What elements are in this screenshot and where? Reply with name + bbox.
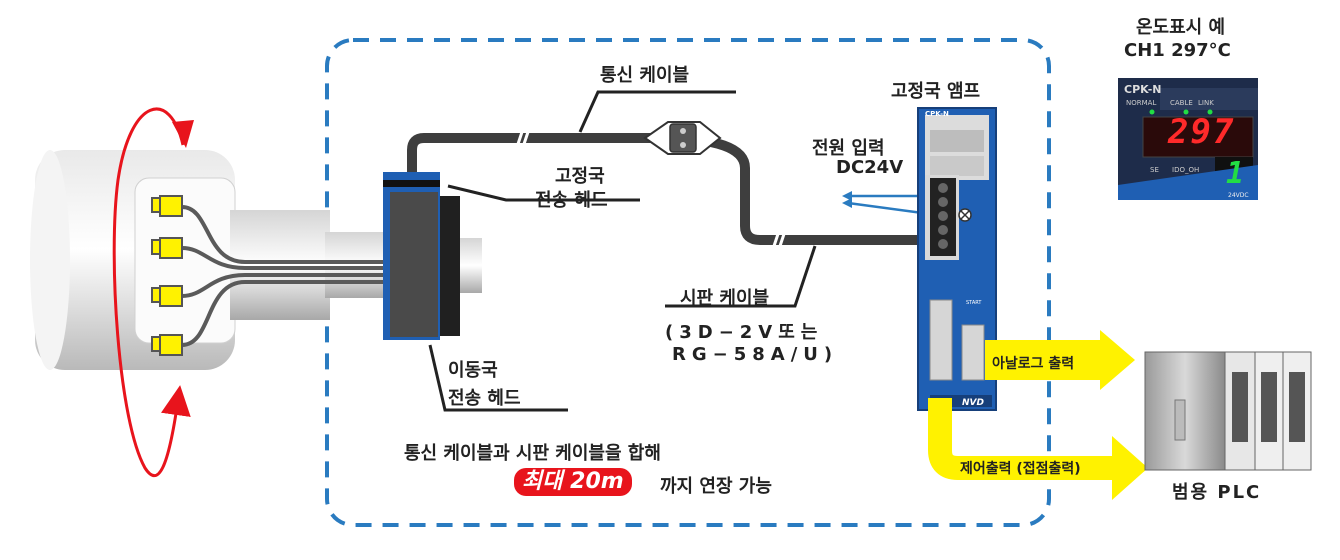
fixed-head-label-line1: 고정국 (555, 166, 605, 187)
seven-seg-channel: 1 (1226, 156, 1245, 191)
status-display-panel (1118, 78, 1258, 200)
rotating-shaft (30, 150, 482, 370)
thermocouple-sensors (151, 195, 392, 356)
seven-seg-value: 297 (1168, 112, 1236, 152)
control-output-arrow (928, 398, 1148, 500)
power-input-label-line2: DC24V (836, 157, 904, 178)
fixed-amp-label: 고정국 앰프 (891, 81, 981, 102)
rotation-arrow-head (172, 120, 194, 148)
total-length-line2: 까지 연장 가능 (660, 476, 772, 497)
comm-cable-label: 통신 케이블 (600, 65, 690, 86)
coax-cable (835, 245, 930, 290)
display-voltage-label: 24VDC (1228, 192, 1249, 199)
total-length-line1: 통신 케이블과 시판 케이블을 합해 (404, 443, 661, 464)
control-output-label: 제어출력 (접점출력) (960, 461, 1081, 477)
plc-label: 범용 PLC (1172, 482, 1262, 503)
max-length-badge: 최대 20m (514, 468, 632, 496)
coax-label-line2: (3D−2V또는 (665, 322, 824, 343)
coax-label-line1: 시판 케이블 (680, 288, 770, 309)
display-title-line1: 온도표시 예 (1136, 17, 1226, 38)
display-sub-label-2: IDO_OH (1172, 166, 1200, 174)
mobile-head-label-line1: 이동국 (448, 360, 498, 381)
display-indicator-3: LINK (1198, 99, 1214, 107)
analog-output-label: 아날로그 출력 (992, 356, 1075, 372)
mobile-transmission-head (383, 172, 460, 340)
cable-break-marks (516, 131, 786, 247)
start-label: START (966, 300, 982, 306)
display-model-label: CPK-N (1124, 83, 1162, 96)
analog-output-arrow (985, 330, 1135, 390)
leader-lines (428, 90, 817, 412)
fixed-head-label-line2: 전송 헤드 (535, 190, 608, 211)
fixed-amplifier (917, 107, 997, 411)
amp-model-label: CPK-N (925, 110, 949, 118)
power-arrow-2 (842, 198, 852, 208)
display-title-line2: CH1 297°C (1124, 40, 1231, 61)
display-indicator-1: NORMAL (1126, 99, 1157, 107)
rotation-arrow (112, 107, 191, 478)
coax-label-line3: RG−58A/U) (672, 344, 839, 365)
mobile-head-label-line2: 전송 헤드 (448, 388, 521, 409)
plc-unit (1144, 351, 1312, 471)
power-input-wires (847, 194, 931, 216)
display-sub-label-1: SE (1150, 166, 1159, 174)
comm-cable (407, 133, 930, 245)
brand-logo: NVD (962, 398, 984, 408)
display-indicator-2: CABLE (1170, 99, 1193, 107)
power-input-label-line1: 전원 입력 (812, 138, 885, 159)
power-arrow-1 (842, 191, 852, 201)
cable-connector (643, 121, 722, 155)
